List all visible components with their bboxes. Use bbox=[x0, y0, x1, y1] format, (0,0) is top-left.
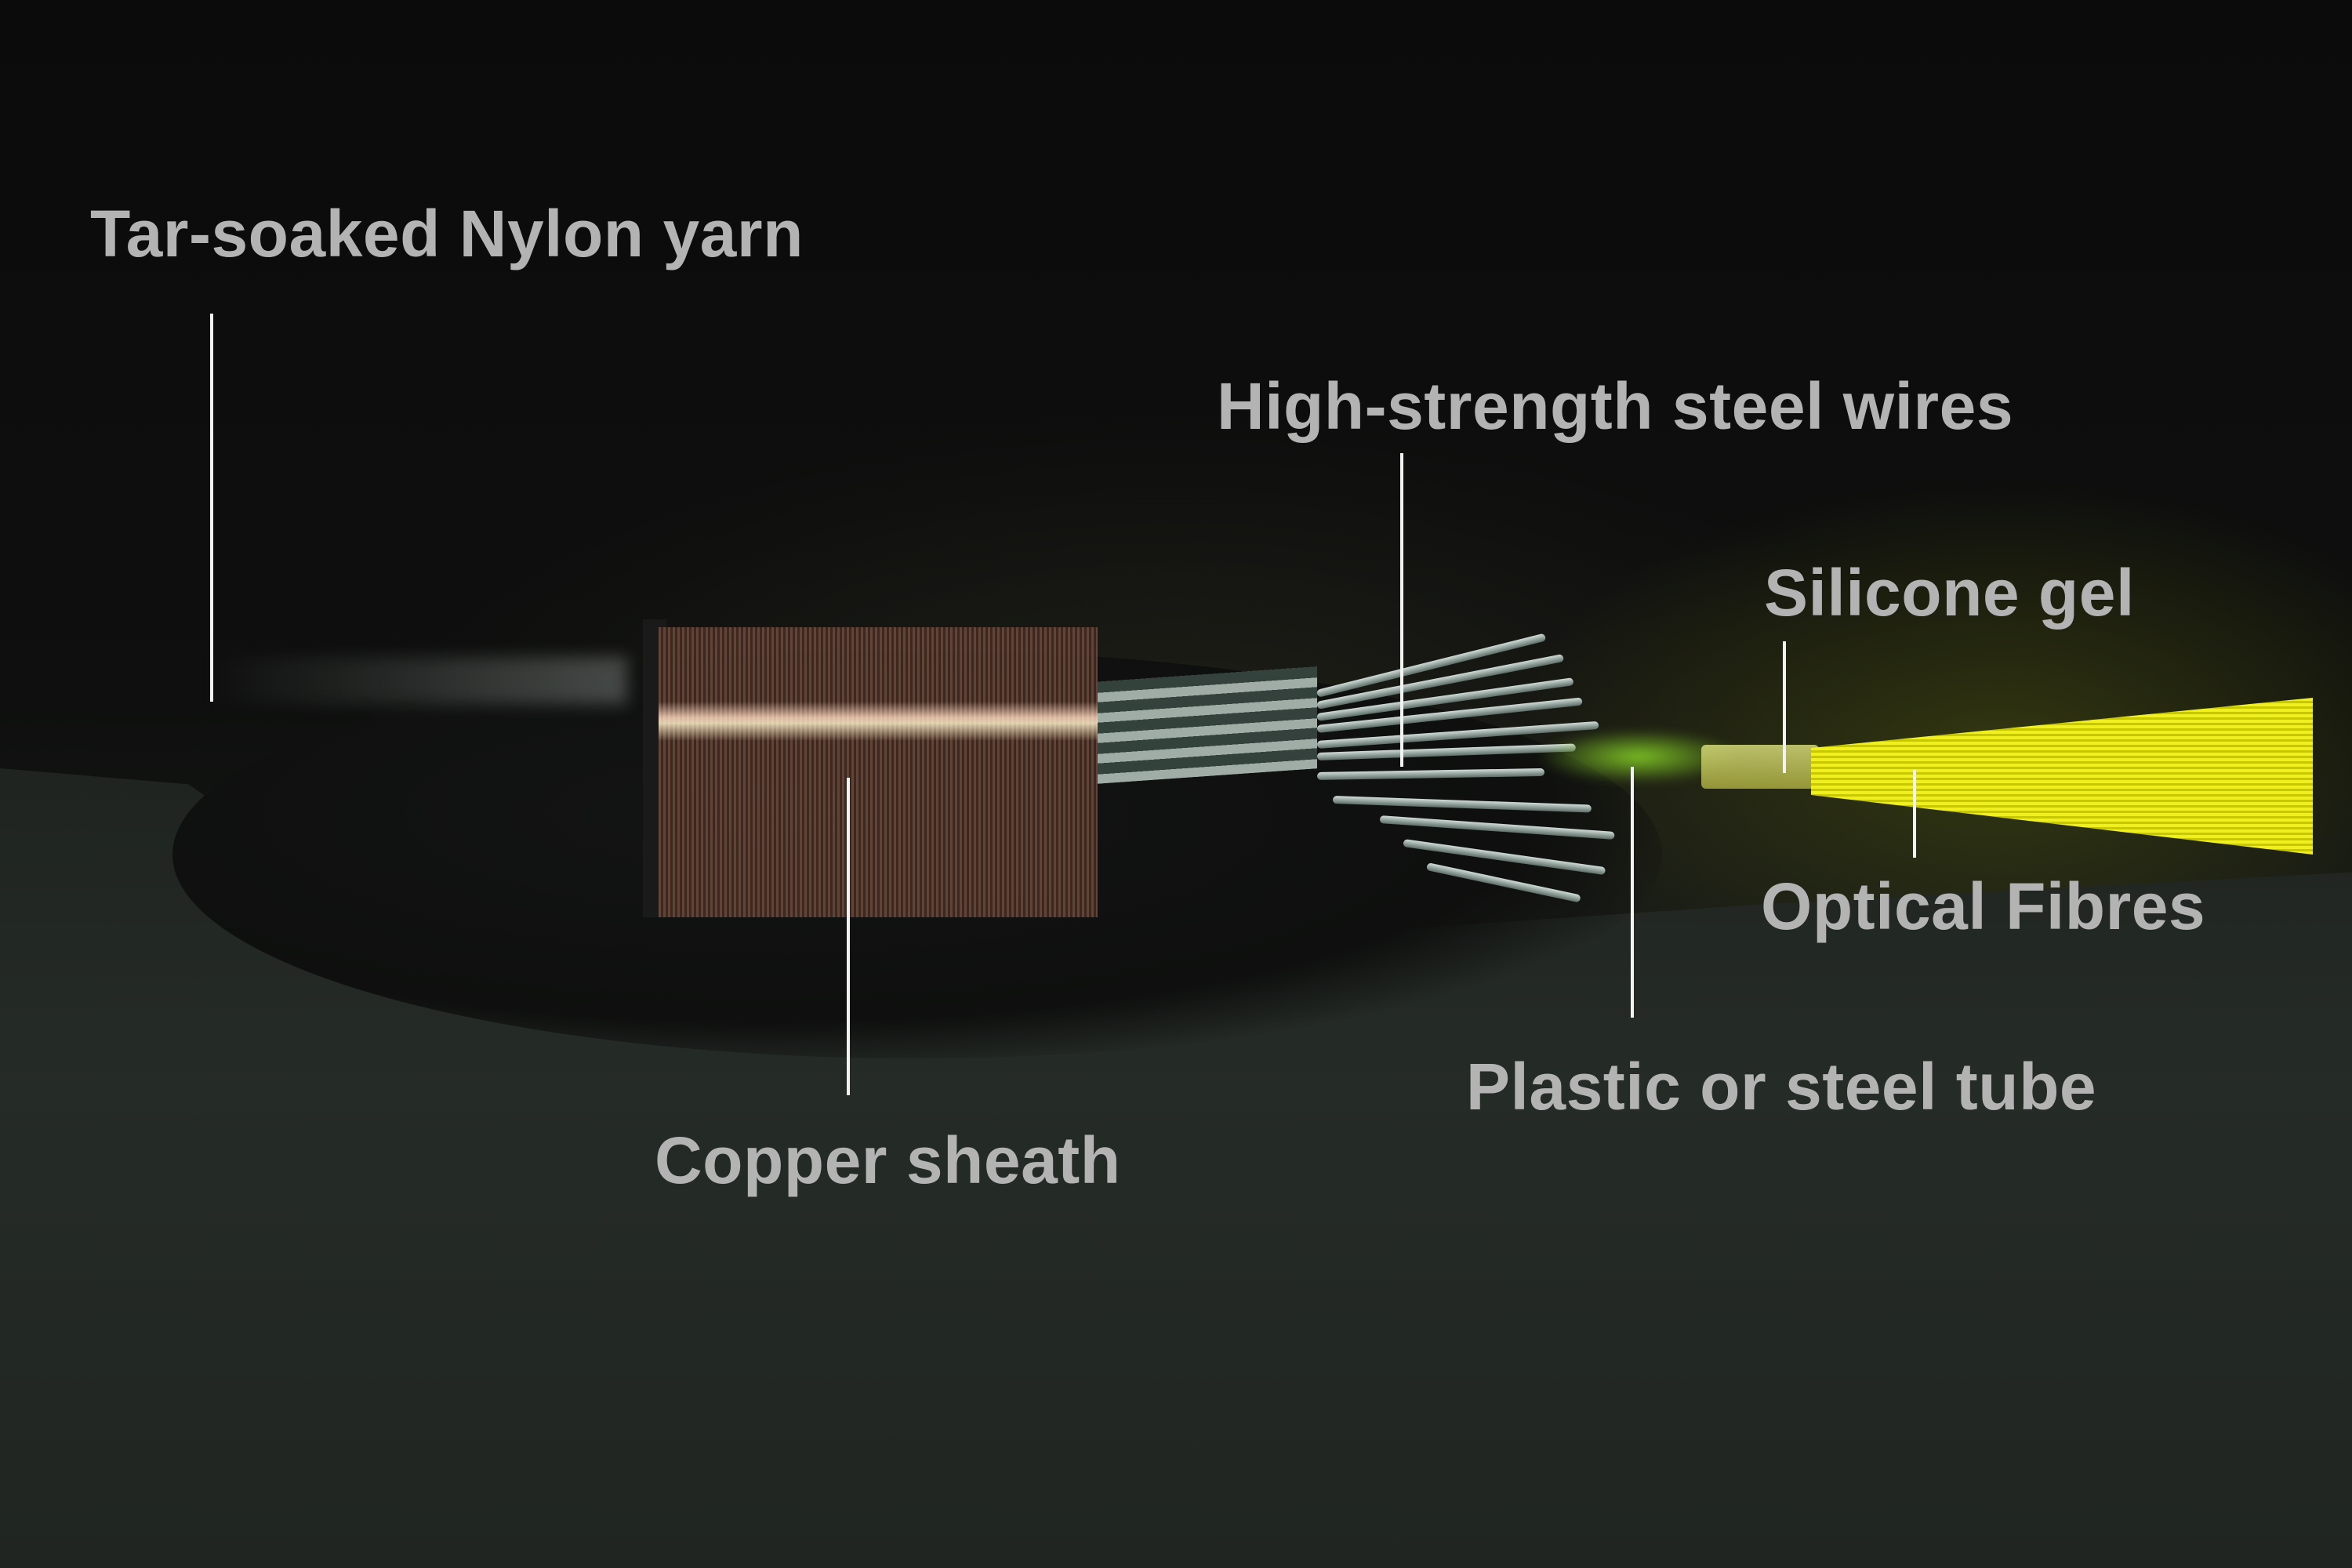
copper-highlight bbox=[659, 702, 1098, 741]
steel-wire-bundle bbox=[1098, 666, 1317, 784]
copper-sheath-layer bbox=[659, 627, 1098, 917]
leader-line-tube bbox=[1631, 767, 1634, 1018]
leader-line-steel bbox=[1400, 453, 1403, 767]
leader-line-copper bbox=[847, 778, 850, 1095]
optical-fibres-bundle bbox=[1811, 698, 2313, 855]
label-optical-fibres: Optical Fibres bbox=[1761, 869, 2206, 943]
nylon-yarn-layer bbox=[204, 657, 627, 704]
silicone-gel-tube bbox=[1701, 745, 1819, 789]
label-steel-wires: High-strength steel wires bbox=[1217, 369, 2014, 443]
leader-line-nylon bbox=[210, 314, 213, 702]
leader-line-silicone bbox=[1783, 641, 1786, 773]
label-copper-sheath: Copper sheath bbox=[655, 1123, 1121, 1197]
leader-line-fibres bbox=[1913, 770, 1916, 858]
label-nylon-yarn: Tar-soaked Nylon yarn bbox=[90, 197, 804, 270]
label-silicone-gel: Silicone gel bbox=[1764, 556, 2135, 630]
label-tube: Plastic or steel tube bbox=[1466, 1050, 2097, 1123]
